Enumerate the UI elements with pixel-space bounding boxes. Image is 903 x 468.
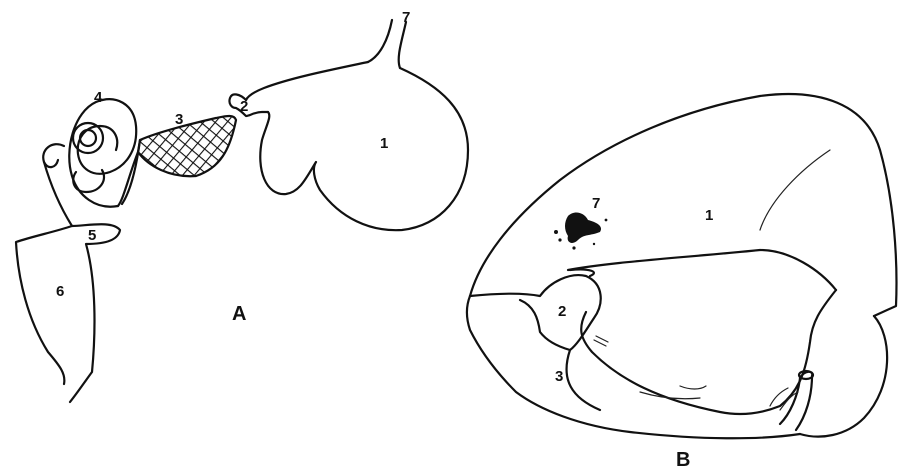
panel-b-label-7: 7 <box>592 195 600 212</box>
panel-a-stalk-7 <box>368 20 406 68</box>
panel-a-tube-5-6 <box>16 162 120 402</box>
panel-a-label-2: 2 <box>240 98 248 115</box>
panel-b-speckle-7 <box>554 213 607 250</box>
panel-b-shading <box>594 150 830 410</box>
panel-b-label-2: 2 <box>558 303 566 320</box>
panel-a-label-7: 7 <box>402 9 410 26</box>
panel-a-drawing <box>16 20 468 402</box>
panel-a-label-6: 6 <box>56 283 64 300</box>
panel-b-fold-1 <box>568 250 836 290</box>
panel-a-coil-ring-core <box>80 130 96 146</box>
panel-a-label-3: 3 <box>175 111 183 128</box>
panel-a-hatched-mass-3 <box>138 116 236 176</box>
panel-a-coil-left-loop <box>43 144 64 167</box>
panel-a-coil-ring-inner <box>73 123 103 153</box>
panel-a-letter: A <box>232 303 246 325</box>
panel-b-drawing <box>467 94 896 438</box>
panel-b-label-1: 1 <box>705 207 713 224</box>
panel-b-label-3: 3 <box>555 368 563 385</box>
panel-a-duct <box>118 140 140 206</box>
panel-b-outer-body <box>470 94 896 316</box>
panel-a-sac-1 <box>246 62 468 230</box>
panel-b-inner-body <box>581 290 836 414</box>
panel-a-label-5: 5 <box>88 227 96 244</box>
panel-b-letter: B <box>676 449 690 468</box>
panel-b-lower-lip-3 <box>467 296 800 438</box>
panel-a-label-1: 1 <box>380 135 388 152</box>
panel-a-label-4: 4 <box>94 89 103 106</box>
panel-b-notch-2 <box>470 275 601 350</box>
